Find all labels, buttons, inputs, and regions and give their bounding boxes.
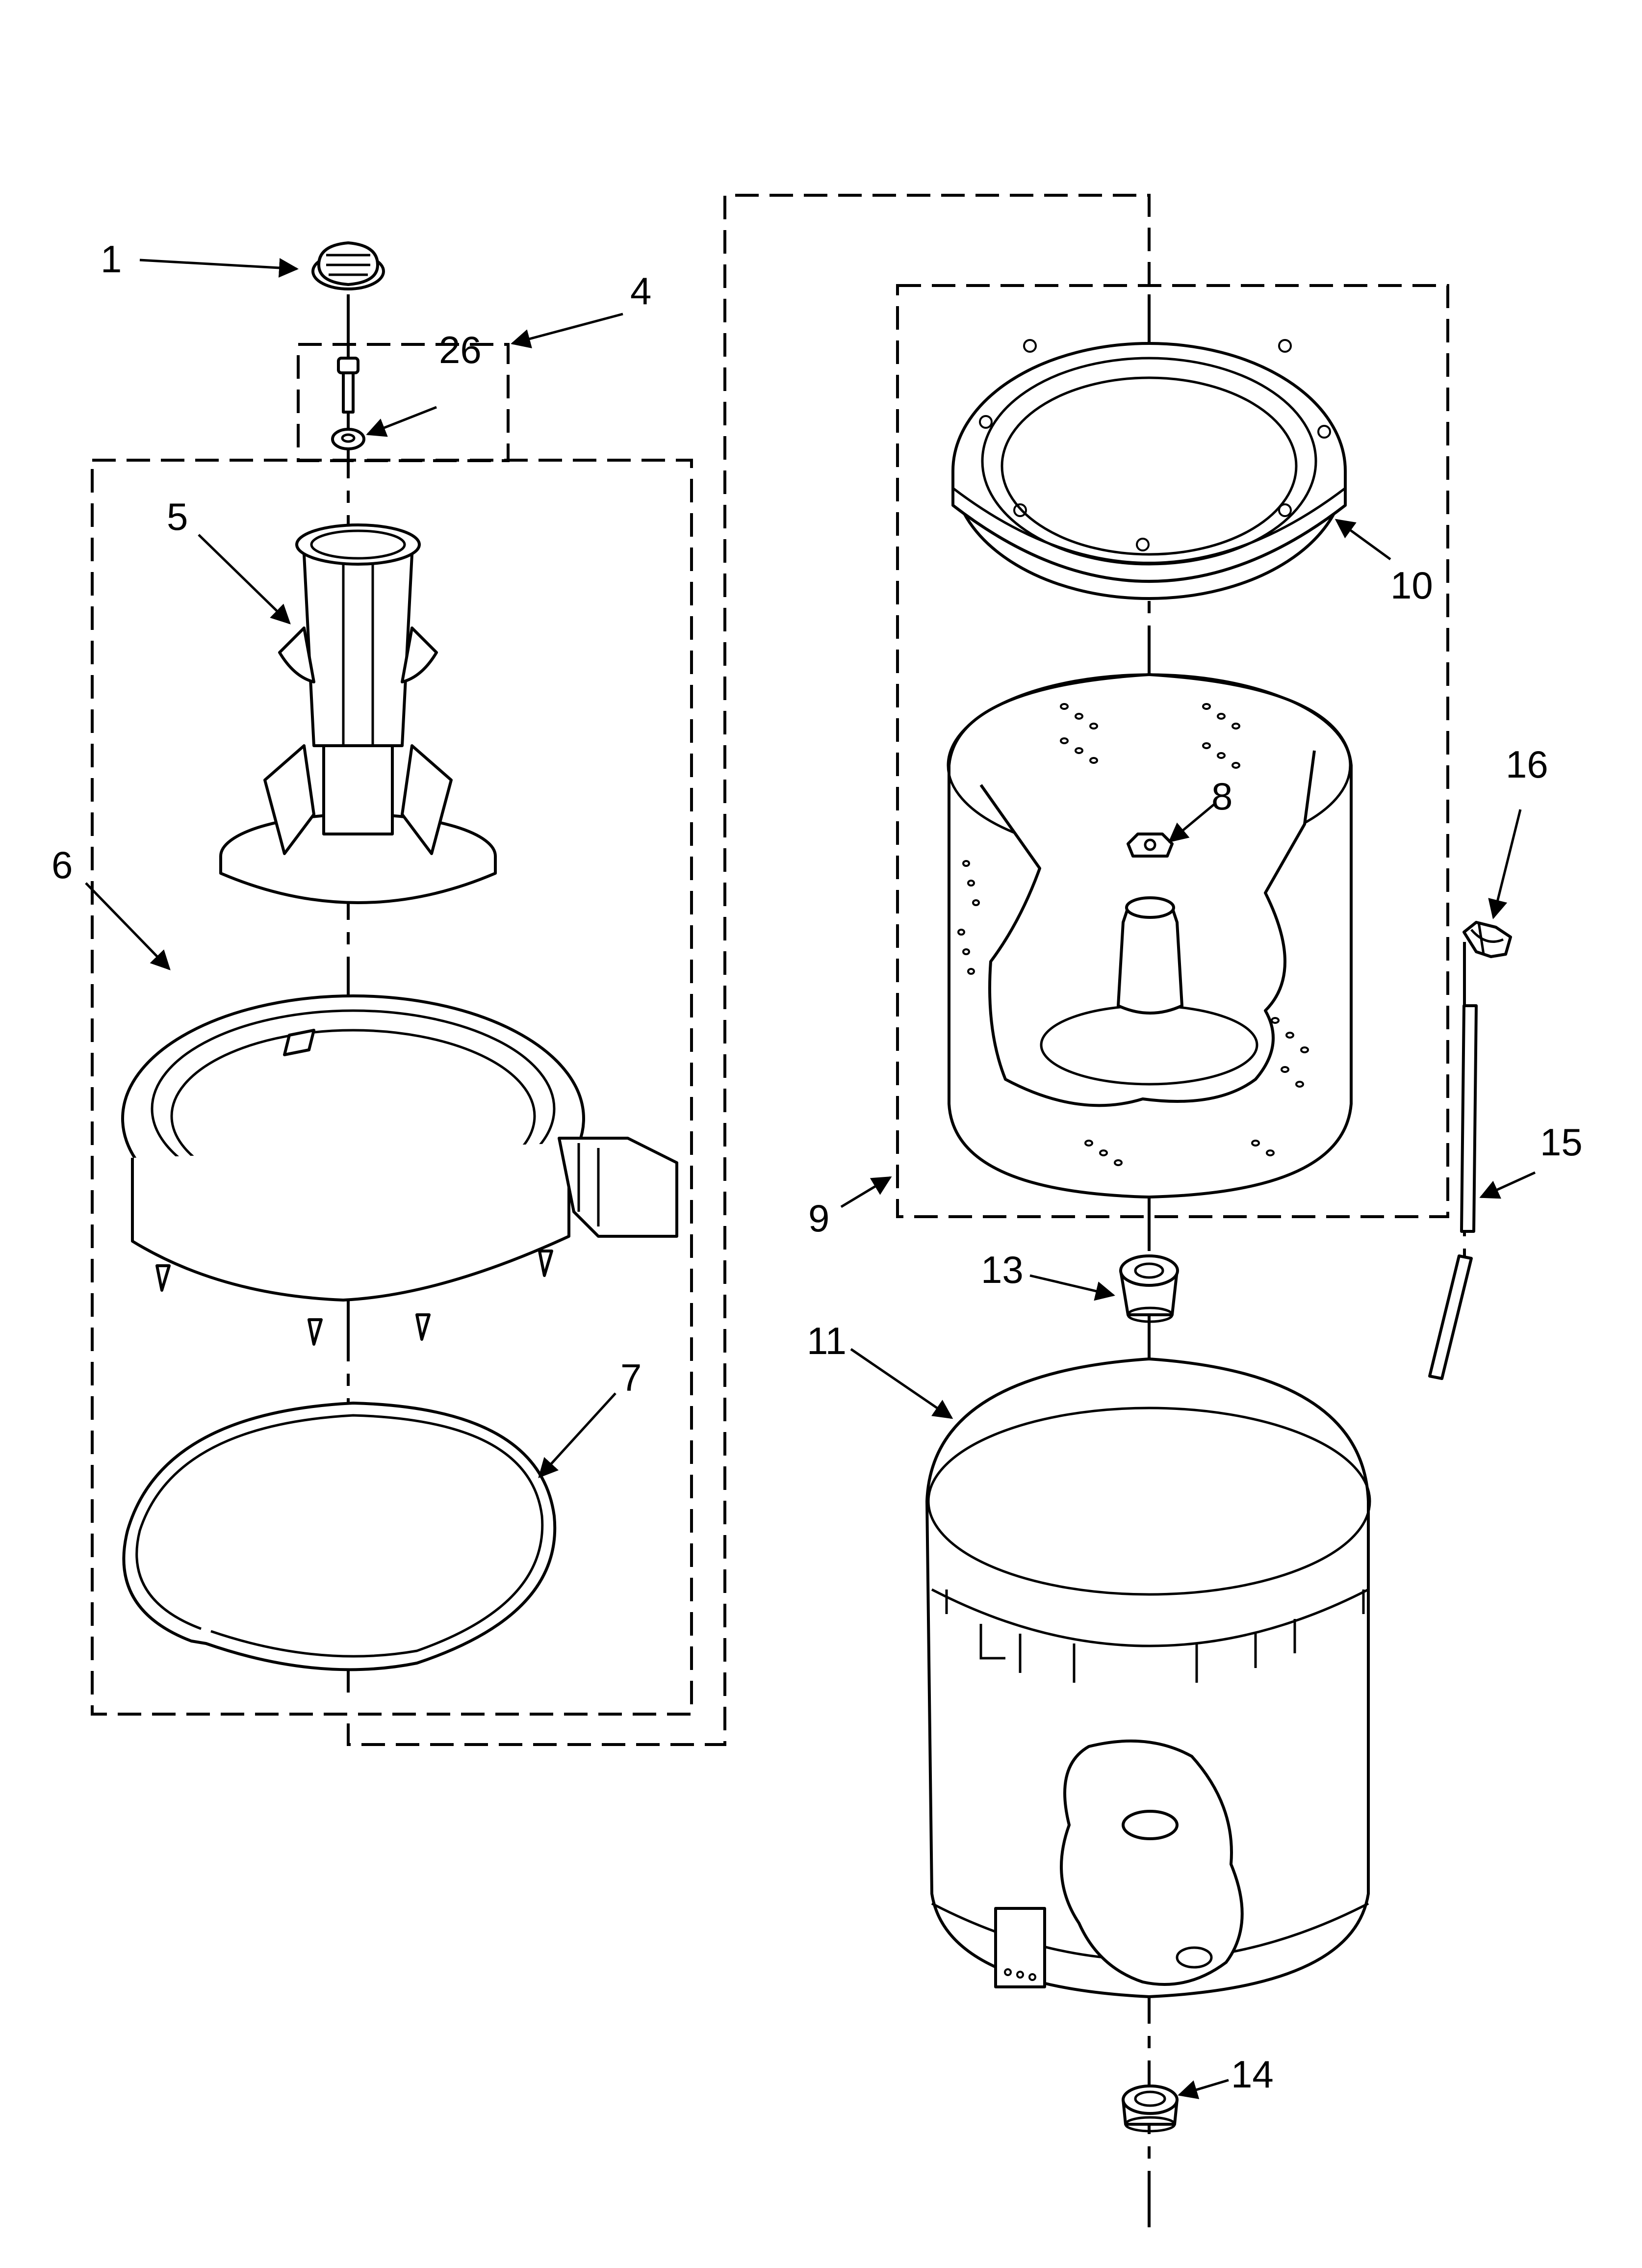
group-box-9: [896, 284, 1449, 1218]
leader-1: [139, 258, 299, 278]
part-10-balance-ring: [951, 339, 1347, 600]
callout-1: 1: [101, 237, 122, 281]
callout-26: 26: [439, 328, 482, 371]
leader-10: [1334, 519, 1391, 561]
callout-13: 13: [981, 1248, 1024, 1291]
part-5-agitator: [219, 523, 497, 904]
part-9-basket: [947, 673, 1353, 1199]
callout-10: 10: [1390, 564, 1433, 607]
leader-16: [1488, 809, 1522, 919]
leader-15: [1479, 1171, 1536, 1199]
leader-11: [850, 1348, 953, 1419]
part-14-drain-plug: [1122, 2085, 1179, 2133]
callout-4: 4: [630, 269, 651, 313]
leader-7: [538, 1392, 616, 1478]
leader-4: [511, 313, 623, 349]
callout-5: 5: [167, 495, 188, 538]
part-7-snap-ring: [122, 1402, 557, 1671]
callout-15: 15: [1540, 1121, 1583, 1164]
leader-6: [85, 882, 171, 970]
part-1-cap: [311, 241, 385, 290]
callout-9: 9: [808, 1197, 829, 1240]
part-6-tub-ring: [121, 994, 678, 1346]
leader-5: [198, 534, 291, 625]
connector-line: [347, 194, 1151, 1746]
part-4-bolt-kit: [331, 357, 365, 450]
leader-arrows: [85, 258, 1536, 2099]
leader-14: [1178, 2079, 1229, 2099]
part-13-bushing: [1119, 1254, 1179, 1323]
leader-26: [366, 406, 437, 437]
callout-7: 7: [620, 1356, 641, 1399]
part-16-clamp: [1462, 921, 1512, 958]
callout-16: 16: [1506, 743, 1548, 786]
callout-14: 14: [1231, 2053, 1274, 2096]
leader-9: [840, 1176, 892, 1208]
group-box-6: [91, 459, 693, 1716]
callout-6: 6: [51, 843, 73, 886]
leader-13: [1029, 1274, 1115, 1301]
callout-8: 8: [1211, 775, 1232, 818]
part-11-outer-tub: [925, 1357, 1371, 1998]
callout-11: 11: [807, 1319, 847, 1362]
part-15-hose: [1428, 1004, 1478, 1380]
leader-8: [1168, 804, 1215, 843]
